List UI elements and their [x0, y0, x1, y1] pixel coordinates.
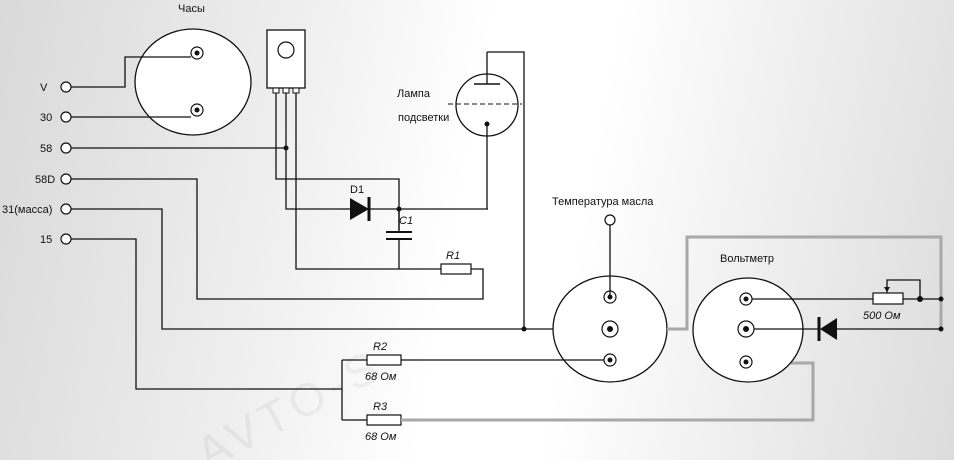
r1-label: R1 — [446, 250, 460, 262]
voltmeter-label: Вольтметр — [720, 253, 774, 265]
resistor-r1 — [71, 178, 484, 300]
wire-tr-leg3 — [295, 96, 441, 270]
lamp-label-2: подсветки — [398, 112, 449, 124]
wire-tr-leg1 — [275, 96, 400, 230]
terminal-label-58: 58 — [40, 143, 52, 155]
pot-value: 500 Ом — [863, 310, 901, 322]
clock-label: Часы — [178, 3, 205, 15]
wire-tr-leg2 — [285, 96, 340, 210]
resistor-r2 — [342, 354, 604, 366]
wire-ground-voltmeter — [667, 235, 943, 331]
diode-label: D1 — [350, 184, 364, 196]
capacitor-c1 — [386, 209, 412, 269]
wire-31-ground — [71, 208, 608, 330]
terminal-label-15: 15 — [40, 234, 52, 246]
diode-d1 — [340, 197, 488, 221]
capacitor-label: C1 — [399, 215, 413, 227]
junction-58 — [283, 145, 289, 151]
transistor — [266, 29, 306, 96]
terminal-31-ground[interactable]: 31(масса) — [2, 203, 72, 216]
watermark: AVTO-S — [188, 338, 392, 460]
oil-temp-gauge — [552, 214, 668, 383]
potentiometer — [752, 279, 944, 305]
terminal-58d[interactable]: 58D — [35, 173, 72, 186]
terminal-30[interactable]: 30 — [40, 111, 72, 124]
terminal-label-58d: 58D — [35, 174, 55, 186]
r3-label: R3 — [373, 401, 388, 413]
voltmeter-gauge — [692, 277, 804, 383]
junction-ground — [521, 326, 527, 332]
terminal-label-30: 30 — [40, 112, 52, 124]
voltmeter-diode — [754, 317, 944, 341]
terminal-58[interactable]: 58 — [40, 142, 72, 155]
oil-temp-label: Температура масла — [552, 196, 654, 208]
r2-label: R2 — [373, 341, 387, 353]
resistor-r3 — [342, 414, 402, 426]
r3-value: 68 Ом — [365, 431, 397, 443]
r2-value: 68 Ом — [365, 371, 397, 383]
wire-v-clock — [71, 56, 191, 88]
lamp-label-1: Лампа — [397, 88, 431, 100]
clock-gauge — [134, 28, 252, 136]
terminal-v[interactable]: V — [40, 81, 72, 94]
wire-15 — [71, 238, 342, 390]
terminal-label-v: V — [40, 82, 48, 94]
lamp-backlight — [448, 51, 525, 329]
terminal-15[interactable]: 15 — [40, 233, 72, 246]
terminal-label-31: 31(масса) — [2, 204, 52, 216]
